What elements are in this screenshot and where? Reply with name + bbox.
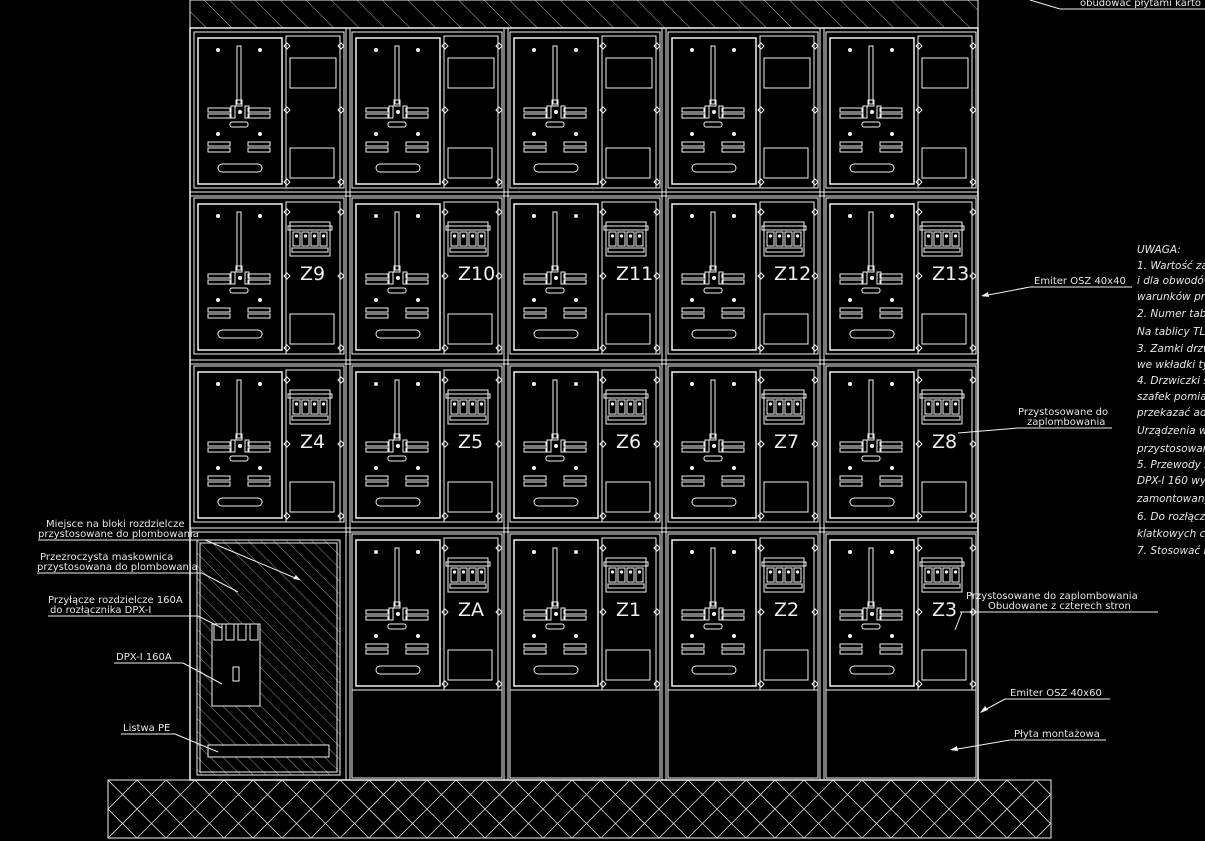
top-cover-strip [189, 0, 979, 29]
module-r2-c4: Z12 [667, 197, 819, 355]
module-r1-c1 [193, 31, 345, 189]
module-r4-c4: Z2 [667, 533, 819, 779]
note-line: warunków przy [1137, 291, 1205, 303]
module-r4-c2: ZA [351, 533, 503, 779]
zone-label-z3: Z3 [932, 599, 957, 621]
module-r1-c4 [667, 31, 819, 189]
zone-label-z6: Z6 [616, 431, 641, 453]
note-line: zamontowanyc [1136, 493, 1205, 505]
module-r3-c2: Z5 [351, 365, 503, 523]
module-r1-c3 [509, 31, 661, 189]
zone-label-z2: Z2 [774, 599, 799, 621]
zone-label-z10: Z10 [458, 263, 495, 285]
zone-label-z13: Z13 [932, 263, 969, 285]
label-miejsce-1: Miejsce na bloki rozdzielcze [46, 519, 184, 530]
module-r3-c1: Z4 [193, 365, 345, 523]
note-line: klatkowych cel [1137, 528, 1205, 540]
zone-label-z9: Z9 [300, 263, 325, 285]
notes-block: UWAGA: 1. Wartość zab i dla obwodów warunkó… [1136, 244, 1205, 557]
right-annotations: obudować płytami karto Emiter OSZ 40x40 … [950, 0, 1205, 751]
module-r1-c2 [351, 31, 503, 189]
module-r3-c5: Z8 [825, 365, 977, 523]
label-plomb-1: Przystosowane do [1018, 407, 1108, 418]
note-line: przystosowaną [1136, 443, 1205, 455]
module-r3-c3: Z6 [509, 365, 661, 523]
note-line: UWAGA: [1137, 244, 1181, 256]
zone-label-z5: Z5 [458, 431, 483, 453]
module-r2-c3: Z11 [509, 197, 661, 355]
note-line: we wkładki typ [1137, 359, 1205, 371]
left-annotations: Miejsce na bloki rozdzielcze przystosowa… [37, 519, 301, 753]
zone-label-z7: Z7 [774, 431, 799, 453]
note-line: Urządzenia we [1137, 425, 1205, 437]
module-r2-c1: Z9 [193, 197, 345, 355]
zone-label-z4: Z4 [300, 431, 325, 453]
module-r1-c5 [825, 31, 977, 189]
module-r3-c4: Z7 [667, 365, 819, 523]
label-dpx: DPX-I 160A [116, 652, 172, 663]
module-r2-c5: Z13 [825, 197, 977, 355]
label-plomb-z3-1: Przystosowane do zaplombowania [966, 591, 1138, 602]
zone-label-z12: Z12 [774, 263, 811, 285]
label-emiter-4060: Emiter OSZ 40x60 [1010, 688, 1102, 699]
note-line: 3. Zamki drzw [1137, 343, 1205, 355]
module-r4-c3: Z1 [509, 533, 661, 779]
label-mask-1: Przezroczysta maskownica [40, 552, 173, 563]
note-line: 6. Do rozłączn [1137, 511, 1205, 523]
module-r4-c5: Z3 [825, 533, 977, 779]
note-line: i dla obwodów [1137, 275, 1205, 287]
zone-label-z8: Z8 [932, 431, 957, 453]
label-przylacze-1: Przyłącze rozdzielcze 160A [48, 595, 183, 606]
label-miejsce-2: przystosowane do plombowania [38, 529, 199, 540]
note-line: szafek pomiaro [1137, 391, 1205, 403]
note-line: 1. Wartość zab [1137, 260, 1205, 272]
note-line: DPX-I 160 wyp [1137, 475, 1205, 487]
module-r2-c2: Z10 [351, 197, 503, 355]
label-emiter-4040: Emiter OSZ 40x40 [1034, 276, 1126, 287]
note-line: 2. Numer tabli [1137, 308, 1205, 320]
label-plomb-z3-2: Obudowane z czterech stron [988, 601, 1131, 612]
note-line: przekazać adm [1136, 407, 1205, 419]
zone-label-za: ZA [458, 599, 484, 621]
foundation [107, 779, 1052, 839]
note-line: Na tablicy TLA [1137, 326, 1205, 338]
zone-label-z11: Z11 [616, 263, 653, 285]
label-listwa: Listwa PE [123, 723, 170, 734]
note-line: 4. Drzwiczki sz [1137, 375, 1205, 387]
note-line: 5. Przewody z [1137, 459, 1205, 471]
pe-busbar [207, 744, 330, 758]
zone-label-z1: Z1 [616, 599, 641, 621]
label-mask-2: przystosowana do plombowania [37, 562, 198, 573]
distribution-panel [196, 539, 341, 776]
note-line: 7. Stosować n [1137, 545, 1205, 557]
label-przylacze-2: do rozłącznika DPX-I [50, 605, 151, 616]
label-plyta: Płyta montażowa [1014, 729, 1100, 740]
label-top-note: obudować płytami karto [1080, 0, 1201, 9]
label-plomb-2: zaplombowania [1027, 417, 1105, 428]
